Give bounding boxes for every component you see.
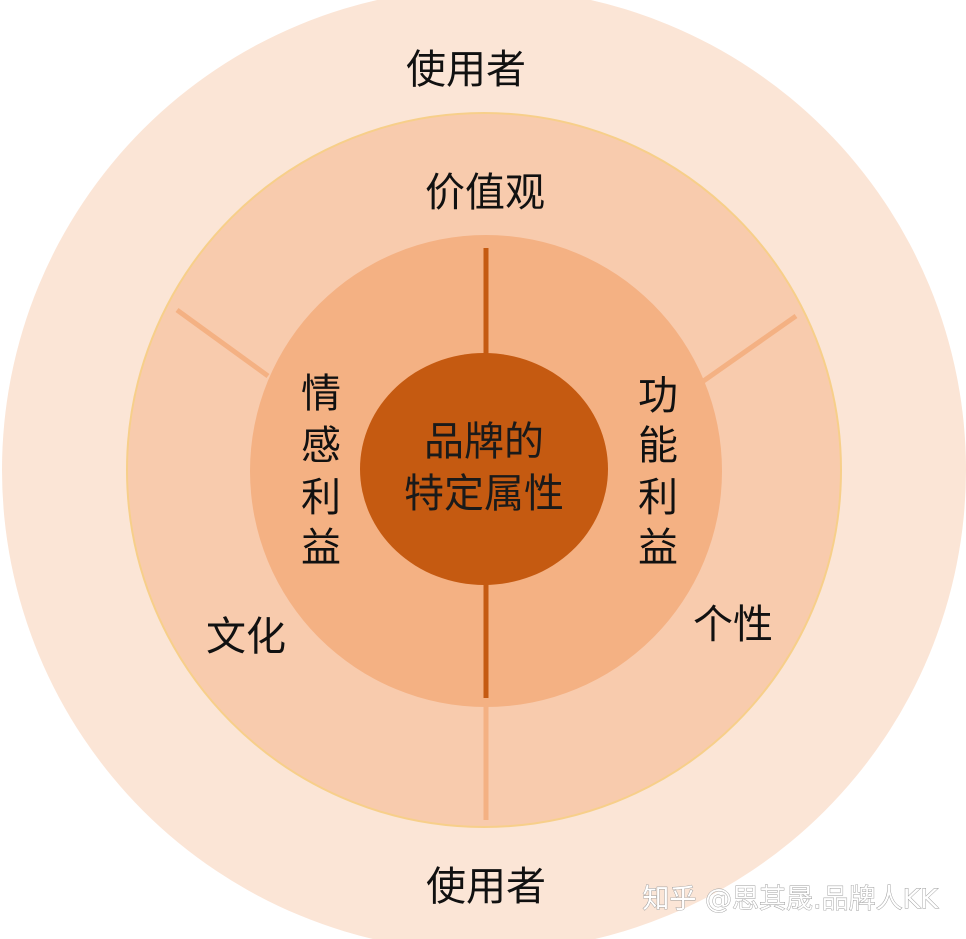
core-label-line2: 特定属性 xyxy=(404,471,564,517)
inner-label-right: 功 能 利 益 xyxy=(638,373,678,571)
middle-label-left: 文化 xyxy=(206,614,286,660)
watermark-text: 知乎 @思其晟.品牌人KK xyxy=(642,884,939,915)
inner-label-right-char: 益 xyxy=(638,525,678,571)
inner-label-left-char: 情 xyxy=(301,371,341,417)
divider-upper-right xyxy=(700,313,798,385)
core-circle xyxy=(360,353,608,585)
outer-label-bottom: 使用者 xyxy=(426,864,546,910)
inner-label-left: 情 感 利 益 xyxy=(301,371,341,571)
inner-label-right-char: 功 xyxy=(638,373,678,419)
middle-label-top: 价值观 xyxy=(425,170,545,216)
inner-label-right-char: 利 xyxy=(638,475,678,521)
inner-label-left-char: 利 xyxy=(301,475,341,521)
core-label-line1: 品牌的 xyxy=(424,419,544,465)
inner-label-left-char: 感 xyxy=(301,423,341,469)
inner-label-left-char: 益 xyxy=(301,525,341,571)
outer-label-top: 使用者 xyxy=(406,47,526,93)
divider-upper-left xyxy=(175,307,270,379)
inner-label-right-char: 能 xyxy=(638,423,678,469)
middle-label-right: 个性 xyxy=(693,602,773,648)
